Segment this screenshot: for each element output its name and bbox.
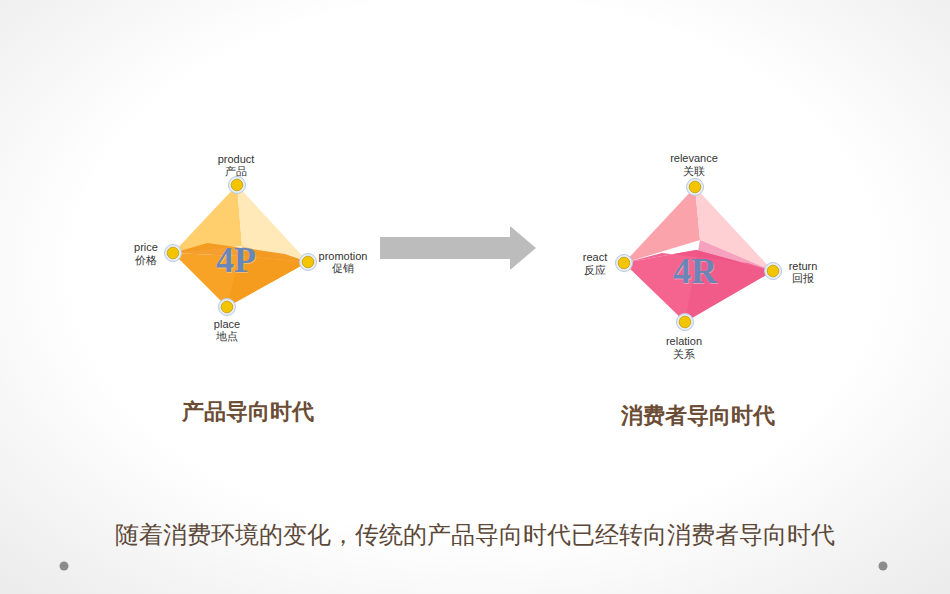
vertex-label: react: [583, 251, 607, 263]
vertex-dot: [231, 179, 243, 191]
vertex-ring: [677, 314, 694, 331]
vertex-ring: [165, 245, 182, 262]
vertex-label: product: [218, 153, 255, 165]
vertex-label: return: [789, 260, 818, 272]
vertex-dot: [221, 301, 233, 313]
image-panel: [540, 150, 830, 362]
vertex-ring: [616, 255, 633, 272]
vertex-label: promotion: [319, 250, 368, 262]
vertex-label: price: [134, 241, 158, 253]
model-diamond: 4P: [124, 150, 376, 343]
vertex-label: relation: [666, 335, 702, 347]
vertex-dot: [618, 257, 630, 269]
model-name: 4P: [216, 239, 256, 281]
vertex-ring: [765, 263, 782, 280]
image-panel: [124, 150, 330, 343]
vertex-label: 回报: [792, 271, 814, 286]
corner-dot: [879, 562, 888, 571]
vertex-ring: [229, 177, 246, 194]
block-arrow: [380, 226, 536, 270]
vertex-label: relevance: [670, 152, 718, 164]
vertex-ring: [687, 179, 704, 196]
era-heading: 消费者导向时代: [621, 401, 775, 431]
vertex-dot: [302, 256, 314, 268]
vertex-label: 关系: [673, 347, 695, 362]
vertex-label: 促销: [332, 261, 354, 276]
vertex-ring: [300, 254, 317, 271]
slide-caption: 随着消费环境的变化，传统的产品导向时代已经转向消费者导向时代: [115, 519, 835, 551]
model-name: 4R: [673, 250, 717, 292]
vertex-label: 地点: [216, 329, 238, 344]
vertex-dot: [767, 265, 779, 277]
vertex-label: 价格: [135, 253, 157, 268]
vertex-dot: [167, 247, 179, 259]
era-heading: 产品导向时代: [182, 397, 314, 427]
vertex-label: 关联: [683, 164, 705, 179]
vertex-label: place: [214, 318, 240, 330]
vertex-label: 产品: [225, 164, 247, 179]
corner-dot: [60, 562, 69, 571]
vertex-label: 反应: [584, 263, 606, 278]
vertex-dot: [679, 316, 691, 328]
vertex-dot: [689, 181, 701, 193]
vertex-ring: [219, 299, 236, 316]
